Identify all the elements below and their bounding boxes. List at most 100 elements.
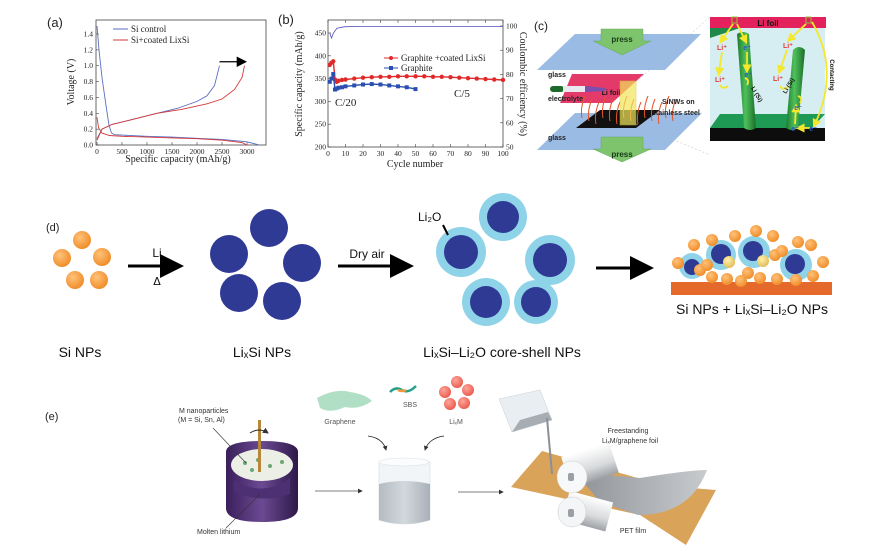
y2-tick-label: 50 — [506, 143, 514, 152]
data-point-graphite — [369, 82, 374, 87]
sinw — [636, 101, 642, 125]
x-tick-label: 20 — [359, 149, 367, 158]
series-a-si-control-discharge — [96, 26, 260, 146]
series-a-si-control-charge — [96, 65, 220, 139]
data-point-coated — [387, 74, 392, 79]
press-arrow-bottom — [592, 136, 652, 163]
y-tick-label: 0.6 — [84, 93, 94, 102]
glass-top-label: glass — [548, 72, 566, 79]
legend-a-si-control: Si control — [131, 24, 167, 34]
sinw — [671, 98, 677, 122]
axis-a-ylabel: Voltage (V) — [66, 59, 77, 106]
li-ion-label-2: Li⁺ — [715, 77, 725, 84]
electron-label-3: e⁻ — [794, 105, 802, 112]
data-point-coated — [413, 74, 418, 79]
data-point-coated — [474, 76, 479, 81]
data-point-graphite — [331, 72, 336, 77]
panel-b-label: (b) — [278, 12, 294, 27]
data-point-graphite — [396, 84, 400, 89]
x-tick-label: 1000 — [140, 147, 155, 156]
arrow-graphene-to-beaker — [367, 435, 388, 451]
y2-tick-label: 100 — [506, 22, 518, 31]
li-source-marker-right — [805, 16, 812, 24]
si-np — [817, 256, 829, 268]
arrow2-top-label: Dry air — [349, 247, 384, 261]
data-point-coated — [395, 74, 401, 79]
li-source-marker-left — [731, 16, 738, 24]
x-tick-label: 80 — [464, 149, 472, 158]
li-foil-label: Li foil — [602, 90, 621, 97]
x-tick-label: 60 — [429, 149, 437, 158]
data-point-coated — [404, 74, 409, 79]
x-tick-label: 90 — [482, 149, 490, 158]
y2-tick-label: 80 — [506, 70, 514, 79]
caption-core-shell-nps: LiₓSi–Li₂O core-shell NPs — [423, 344, 581, 360]
inset-steel-side — [710, 128, 825, 141]
data-point-coated — [465, 75, 471, 81]
li-ion-label-1: Li⁺ — [717, 45, 727, 52]
si-np — [742, 267, 754, 279]
si-np — [706, 271, 718, 283]
y-tick-label: 350 — [315, 74, 327, 83]
lixm-particles-icon — [439, 376, 474, 410]
lixsi-np — [283, 244, 321, 282]
data-point-graphite — [413, 87, 418, 92]
si-np — [90, 271, 108, 289]
sinw — [608, 98, 614, 122]
data-point-coated — [343, 77, 348, 82]
panel-d-schematic: (d) Li Δ Dry air — [46, 193, 832, 360]
data-point-graphite — [340, 85, 344, 90]
sinw — [643, 95, 649, 119]
x-tick-label: 100 — [497, 149, 509, 158]
inset-steel-top — [710, 114, 825, 128]
legend-b-graphite: Graphite — [401, 63, 433, 73]
y-tick-label: 0.4 — [84, 109, 94, 118]
data-point-coated — [378, 74, 383, 79]
x-tick-label: 500 — [116, 147, 128, 156]
si-np — [735, 275, 747, 287]
y-tick-label: 200 — [315, 143, 327, 152]
electron-label-1: e⁻ — [743, 45, 751, 52]
inset-nanowire-detail: Li foil — [710, 16, 834, 141]
arrow1-top-label: Li — [152, 246, 161, 260]
annotation-c5: C/5 — [454, 88, 470, 100]
lixsi-nps-cluster — [210, 209, 321, 320]
series-a-coated-discharge — [96, 117, 248, 146]
m-nanoparticles-label: M nanoparticles — [179, 408, 229, 415]
sbs-label: SBS — [403, 402, 417, 409]
y-tick-label: 0.0 — [84, 141, 94, 150]
sinw — [664, 95, 670, 119]
glass-bottom-plate — [537, 113, 702, 150]
glass-bottom-label: glass — [548, 135, 566, 142]
caption-si-nps: Si NPs — [59, 344, 102, 360]
press-bottom-label: press — [611, 150, 633, 159]
si-np — [805, 239, 817, 251]
roller-bottom-icon — [557, 490, 614, 532]
data-point-graphite — [352, 83, 357, 88]
cross-section-highlight — [619, 80, 637, 126]
x-tick-label: 2500 — [215, 147, 230, 156]
panel-c-schematic: (c) press glass Li foil electrolyte SiNW… — [534, 16, 834, 163]
y-tick-label: 1.0 — [84, 61, 94, 70]
stainless-steel-plate — [576, 110, 660, 128]
x-tick-label: 1500 — [165, 147, 180, 156]
axis-a-xlabel: Specific capacity (mAh/g) — [125, 154, 231, 165]
x-tick-label: 50 — [412, 149, 420, 158]
beaker-icon — [378, 457, 431, 525]
axis-b-ylabel-right: Coulombic efficiency (%) — [517, 32, 528, 136]
sinw — [601, 95, 607, 119]
data-point-coated — [430, 74, 436, 79]
x-tick-label: 40 — [394, 149, 402, 158]
panel-a-label: (a) — [47, 15, 63, 30]
shell-pointer-line — [442, 224, 449, 236]
data-point-graphite — [387, 83, 392, 88]
si-np — [754, 272, 766, 284]
roller-top-icon — [556, 442, 619, 494]
pointer-molten-lithium — [225, 493, 261, 529]
li-ion-label-3: Li⁺ — [783, 43, 793, 50]
x-tick-label: 0 — [95, 147, 99, 156]
data-point-coated — [483, 76, 488, 82]
sinw — [615, 101, 621, 125]
